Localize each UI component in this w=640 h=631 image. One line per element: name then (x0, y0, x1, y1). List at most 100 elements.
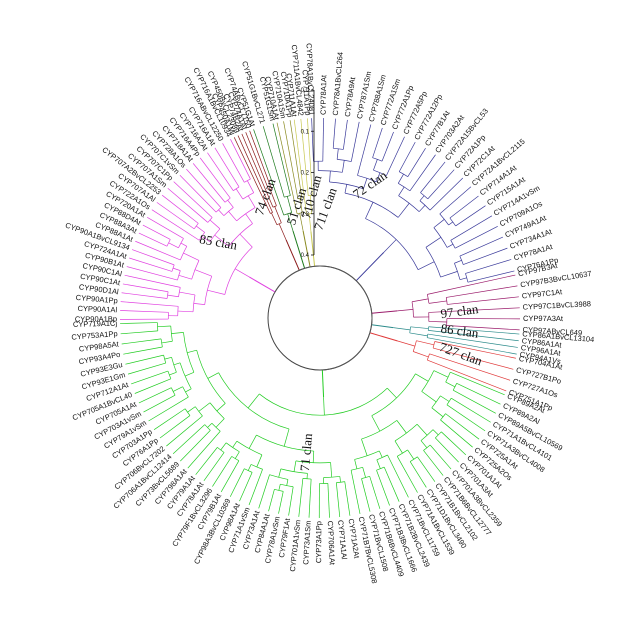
branch-tip (427, 333, 518, 348)
branch-tip (272, 123, 291, 196)
branch-tip (135, 240, 181, 261)
branch-arc (426, 353, 430, 361)
clan-stem (248, 276, 276, 293)
branch-tip (361, 478, 371, 512)
branch-tip (467, 270, 515, 283)
branch-tip (125, 354, 164, 365)
branch-tip (126, 266, 178, 281)
branch-tip (454, 225, 498, 249)
branch-stem (309, 195, 313, 214)
scale-tick-label: 0.4 (301, 253, 310, 259)
branch-stem (354, 459, 358, 469)
branch-tip (451, 397, 491, 423)
branch-tip (428, 307, 520, 313)
clan-label: 72 clan (350, 167, 390, 201)
branch-arc (160, 338, 163, 348)
leaf-label: CYP753A1Pp (71, 329, 118, 342)
branch-stem (432, 429, 439, 436)
branch-stem (396, 420, 407, 434)
branch-tip (452, 389, 496, 414)
branch-tip (262, 126, 285, 198)
branch-arc (193, 223, 199, 230)
branch-tip (332, 118, 336, 149)
branch-stem (247, 464, 252, 471)
branch-arc (236, 440, 263, 456)
branch-tip (203, 452, 225, 482)
branch-tip (230, 139, 251, 180)
branch-stem (278, 223, 287, 241)
branch-arc (171, 387, 176, 396)
branch-arc (376, 454, 388, 461)
branch-tip (429, 444, 452, 470)
branch-stem (198, 402, 211, 412)
branch-stem (173, 386, 183, 392)
branch-tip (278, 491, 284, 514)
branch-arc (450, 240, 456, 249)
branch-stem (287, 213, 294, 232)
branch-tip (138, 387, 172, 404)
leaf-label: CYP97ABvCL649 (522, 325, 582, 338)
branch-tip (398, 141, 416, 172)
branch-arc (449, 217, 456, 227)
branch-arc (409, 326, 411, 333)
branch-arc (178, 238, 184, 248)
branch-stem (410, 326, 429, 329)
branch-tip (327, 483, 330, 518)
branch-tip (455, 205, 486, 227)
branch-tip (120, 301, 179, 307)
branch-stem (363, 178, 368, 189)
root-circle (267, 265, 373, 371)
branch-arc (318, 170, 343, 173)
branch-tip (214, 147, 240, 188)
branch-stem (411, 298, 429, 303)
branch-stem (342, 160, 345, 173)
branch-stem (394, 440, 403, 454)
branch-stem (283, 428, 290, 447)
backbone-arc (274, 265, 373, 371)
branch-arc (398, 195, 420, 212)
branch-arc (435, 431, 442, 439)
branch-tip (446, 285, 518, 298)
branch-stem (234, 451, 240, 459)
branch-stem (398, 186, 405, 196)
branch-tip (435, 437, 459, 463)
branch-stem (373, 159, 378, 171)
branch-stem (215, 418, 225, 428)
branch-tip (407, 147, 426, 177)
branch-arc (295, 460, 331, 464)
branch-stem (207, 372, 219, 379)
branch-tip (172, 424, 205, 455)
branch-tip (127, 362, 166, 375)
branch-tip (298, 478, 304, 517)
branch-arc (270, 212, 273, 214)
branch-stem (409, 332, 428, 337)
branch-stem (194, 269, 212, 277)
branch-stem (274, 206, 282, 223)
branch-tip (446, 404, 486, 432)
tree-branches (119, 118, 521, 519)
branch-stem (278, 484, 281, 491)
branch-stem (161, 340, 173, 344)
branch-tip (220, 460, 240, 493)
branch-tip (268, 489, 275, 512)
branch-arc (361, 475, 370, 479)
branch-tip (180, 430, 211, 462)
branch-arc (420, 192, 429, 200)
branch-tip (237, 135, 273, 213)
branch-tip (120, 310, 169, 313)
branch-stem (376, 459, 381, 469)
branch-stem (397, 340, 416, 347)
branch-tip (311, 118, 314, 162)
scale-tick-label: 0.3 (301, 212, 310, 218)
branch-stem (196, 225, 205, 233)
leaf-label: CYP97A3At (523, 314, 564, 323)
branch-stem (157, 325, 171, 328)
clan-stem (285, 239, 300, 271)
branch-stem (454, 259, 462, 264)
branch-stem (418, 205, 426, 212)
branch-stem (178, 274, 192, 280)
branch-tip (289, 120, 303, 199)
leaf-label: CYP78A1BvCL24081 (304, 43, 316, 115)
branch-arc (180, 246, 188, 261)
branch-arc (394, 424, 418, 442)
